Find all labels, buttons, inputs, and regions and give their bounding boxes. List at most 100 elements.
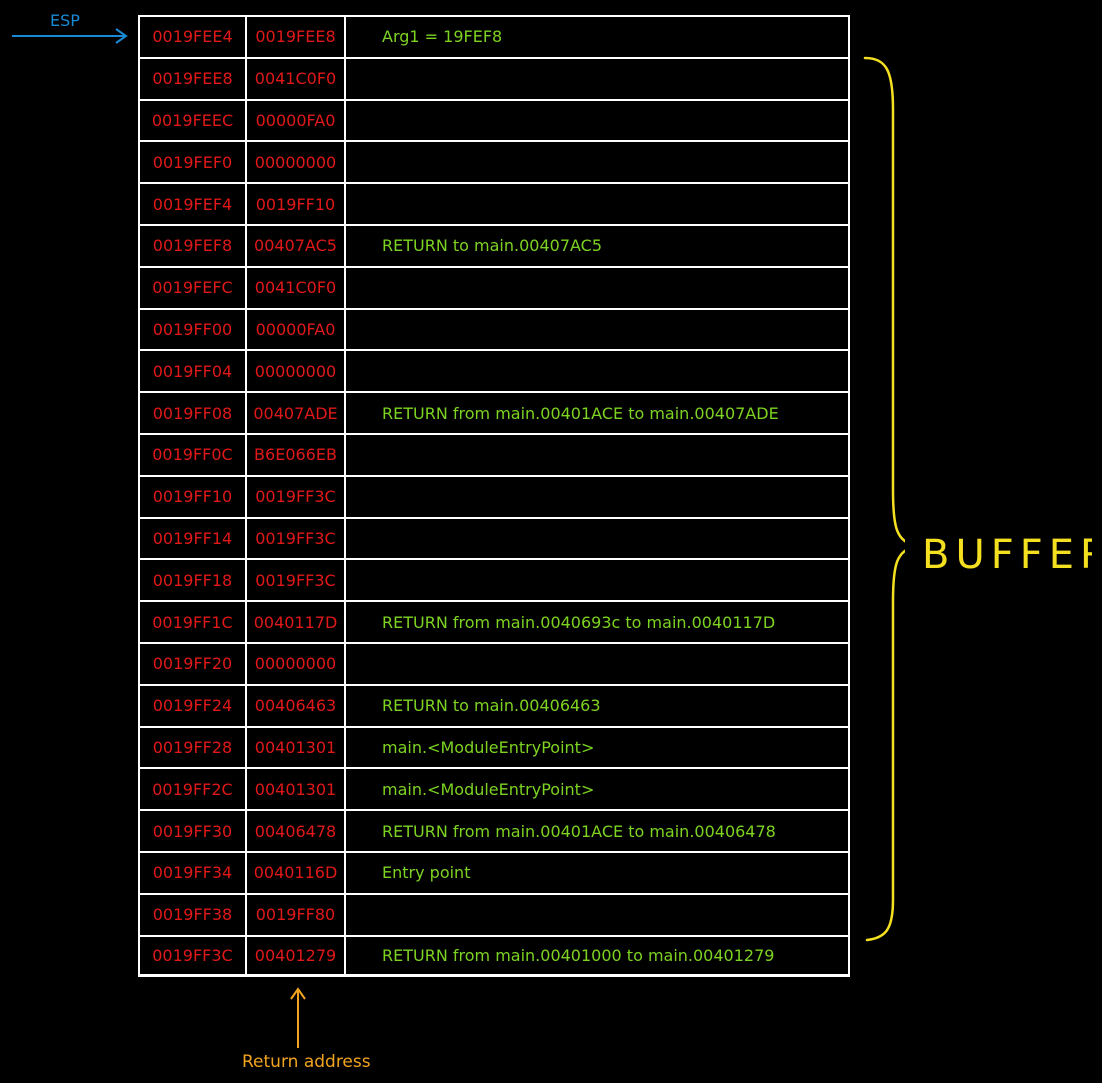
stack-value: B6E066EB [247, 434, 346, 475]
stack-comment [346, 59, 848, 99]
stack-comment [346, 351, 848, 391]
stack-value: 00000FA0 [247, 100, 346, 141]
stack-address: 0019FF2C [140, 769, 247, 810]
stack-comment [346, 519, 848, 559]
stack-value: 00407ADE [247, 393, 346, 433]
stack-value: 00000FA0 [247, 309, 346, 350]
stack-value: 0040116D [247, 852, 346, 893]
stack-comment: RETURN to main.00407AC5 [382, 236, 603, 256]
stack-comment: RETURN from main.00401ACE to main.004064… [382, 821, 776, 841]
stack-comment [346, 142, 848, 182]
stack-comment [346, 477, 848, 517]
return-address-label: Return address [242, 1052, 371, 1072]
stack-value: 00401279 [247, 936, 346, 975]
stack-value: 0041C0F0 [247, 58, 346, 99]
stack-address: 0019FF38 [140, 894, 247, 935]
stack-address: 0019FEFC [140, 267, 247, 308]
stack-address: 0019FF00 [140, 309, 247, 350]
stack-comment [346, 268, 848, 308]
stack-address: 0019FF18 [140, 560, 247, 601]
stack-address: 0019FF10 [140, 476, 247, 517]
stack-address: 0019FF1C [140, 602, 247, 642]
buffer-brace-icon [863, 56, 905, 942]
stack-address: 0019FEE8 [140, 58, 247, 99]
stack-address: 0019FF34 [140, 852, 247, 893]
stack-address: 0019FF28 [140, 727, 247, 768]
stack-address: 0019FF14 [140, 518, 247, 559]
stack-comment [346, 101, 848, 141]
stack-comment: main.<ModuleEntryPoint> [382, 779, 595, 799]
stack-address: 0019FEF0 [140, 142, 247, 183]
stack-comment [346, 560, 848, 600]
stack-value: 0019FF80 [247, 894, 346, 935]
stack-value: 0019FEE8 [247, 17, 346, 57]
stack-value: 0019FF3C [247, 560, 346, 601]
stack-address: 0019FF30 [140, 811, 247, 851]
stack-address: 0019FEF4 [140, 184, 247, 224]
stack-address: 0019FF04 [140, 351, 247, 392]
stack-value: 00406478 [247, 811, 346, 851]
stack-comment: main.<ModuleEntryPoint> [382, 737, 595, 757]
stack-address: 0019FEF8 [140, 225, 247, 266]
stack-comment: Arg1 = 19FEF8 [382, 27, 503, 47]
stack-address: 0019FF3C [140, 936, 247, 975]
stack-address: 0019FF20 [140, 643, 247, 684]
stack-address: 0019FF0C [140, 434, 247, 475]
stack-value: 0019FF3C [247, 518, 346, 559]
stack-value: 0019FF3C [247, 476, 346, 517]
stack-comment: RETURN to main.00406463 [382, 696, 601, 716]
stack-value: 00000000 [247, 142, 346, 183]
stack-value: 00000000 [247, 643, 346, 684]
stack-comment: Entry point [382, 863, 471, 883]
stack-comment [346, 184, 848, 224]
stack-comment [346, 644, 848, 684]
stack-address: 0019FF08 [140, 393, 247, 433]
stack-value: 00407AC5 [247, 225, 346, 266]
stack-comment: RETURN from main.0040693c to main.004011… [382, 612, 776, 632]
stack-value: 00401301 [247, 769, 346, 810]
stack-value: 00401301 [247, 727, 346, 768]
stack-comment [346, 310, 848, 350]
stack-comment [346, 895, 848, 935]
esp-arrow-icon [12, 28, 128, 44]
stack-value: 00000000 [247, 351, 346, 392]
return-address-arrow-icon [290, 987, 306, 1048]
stack-value: 0019FF10 [247, 184, 346, 224]
stack-value: 0040117D [247, 602, 346, 642]
stack-value: 0041C0F0 [247, 267, 346, 308]
stack-comment: RETURN from main.00401ACE to main.00407A… [382, 403, 779, 423]
stack-comment [346, 435, 848, 475]
stack-comment: RETURN from main.00401000 to main.004012… [382, 945, 775, 965]
stack-address: 0019FEE4 [140, 17, 247, 57]
stack-address: 0019FF24 [140, 685, 247, 726]
stack-value: 00406463 [247, 685, 346, 726]
esp-label: ESP [50, 11, 80, 30]
